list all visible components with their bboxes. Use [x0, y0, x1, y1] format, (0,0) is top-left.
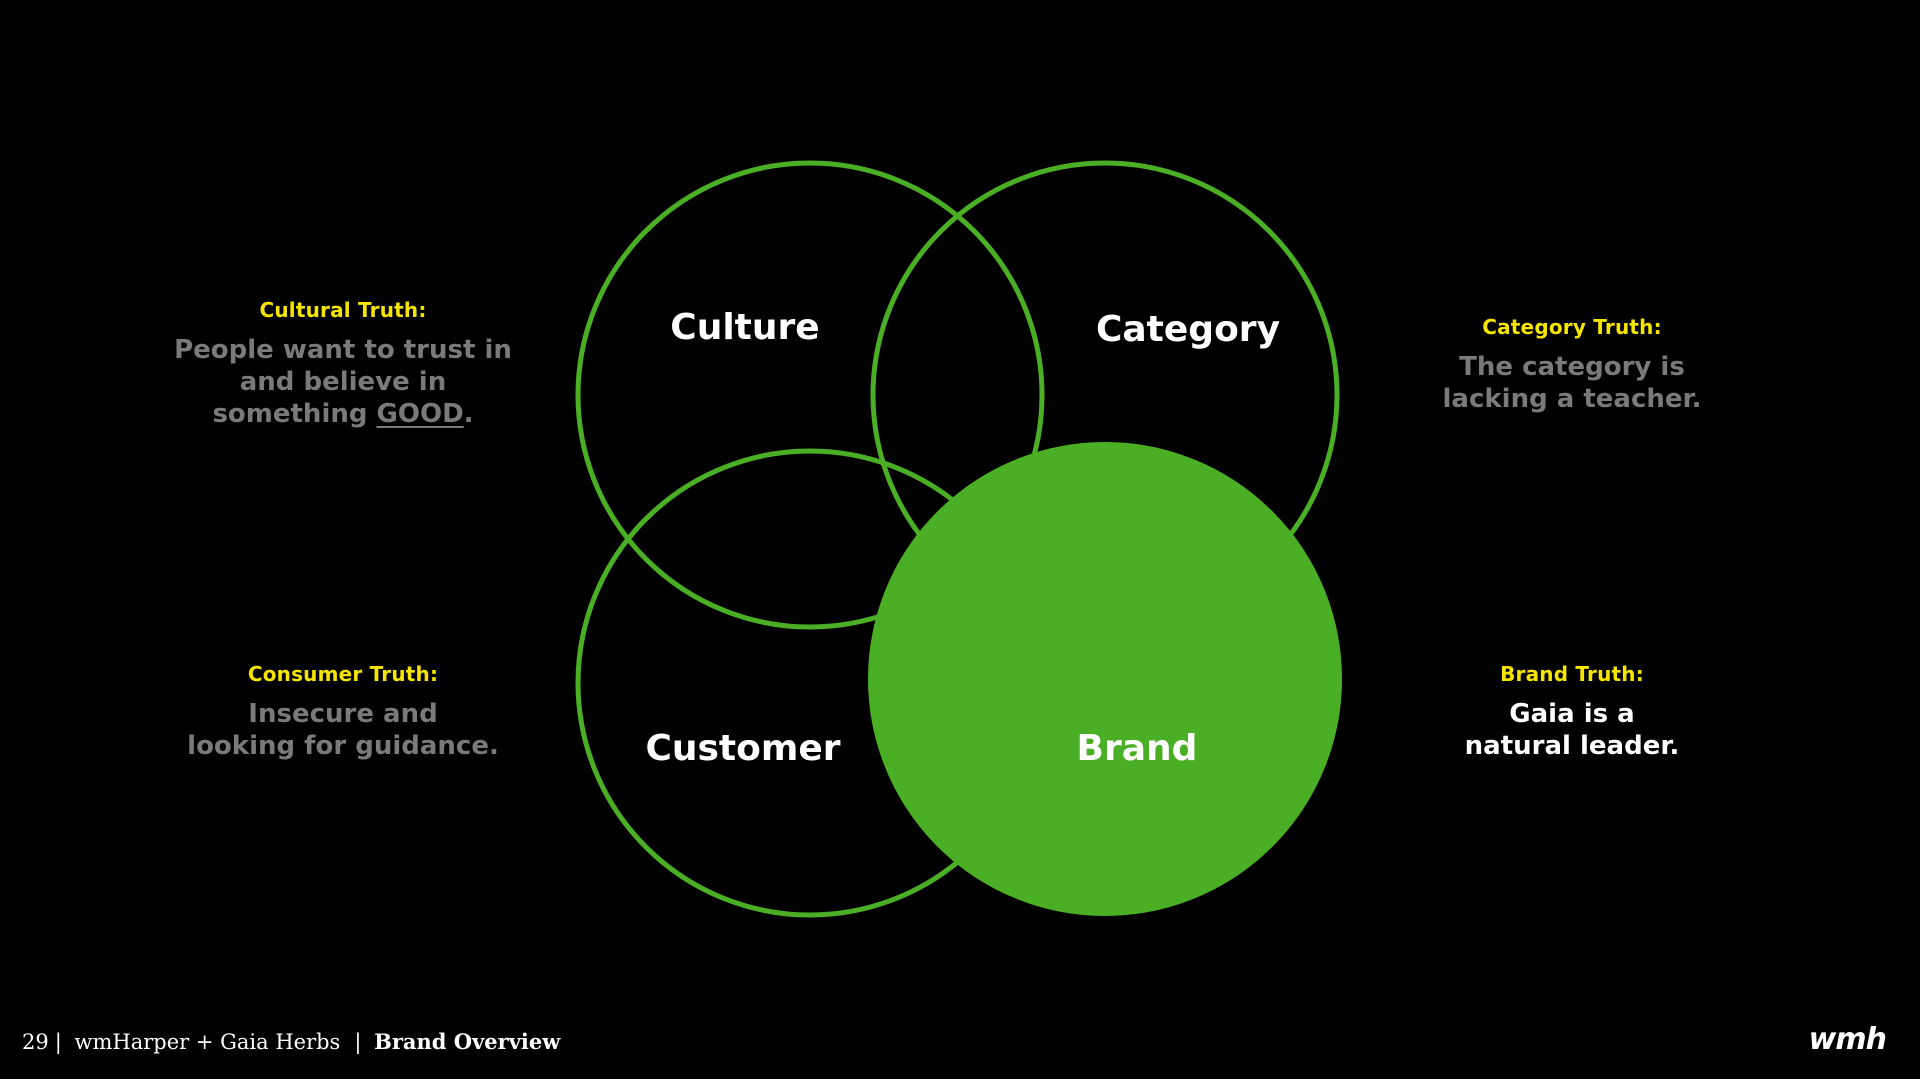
footer: 29| wmHarper + Gaia Herbs| Brand Overvie… — [22, 1029, 560, 1054]
footer-section: Brand Overview — [374, 1029, 561, 1054]
footer-client: wmHarper + Gaia Herbs — [74, 1030, 341, 1054]
wmh-logo: wmh — [1808, 1022, 1887, 1057]
cultural-truth-heading: Cultural Truth: — [259, 298, 427, 322]
consumer-truth-text: Insecure and looking for guidance. — [187, 699, 499, 761]
page-number: 29 — [22, 1030, 49, 1054]
brand-truth-heading: Brand Truth: — [1500, 662, 1644, 686]
brand-label: Brand — [1077, 728, 1198, 769]
brand-truth: Brand Truth: Gaia is a natural leader. — [1392, 662, 1752, 762]
category-label: Category — [1096, 309, 1280, 350]
cultural-truth: Cultural Truth: People want to trust in … — [163, 298, 523, 430]
footer-separator: | — [354, 1030, 362, 1054]
brand-truth-text: Gaia is a natural leader. — [1464, 699, 1680, 761]
category-truth-heading: Category Truth: — [1482, 315, 1662, 339]
good-emphasis: GOOD — [376, 399, 464, 429]
culture-circle — [575, 160, 1045, 630]
category-truth-text: The category is lacking a teacher. — [1442, 352, 1702, 414]
brand-circle — [868, 442, 1342, 916]
consumer-truth: Consumer Truth: Insecure and looking for… — [163, 662, 523, 762]
customer-label: Customer — [645, 728, 840, 769]
consumer-truth-heading: Consumer Truth: — [247, 662, 439, 686]
footer-separator: | — [54, 1030, 62, 1054]
culture-label: Culture — [670, 307, 819, 348]
category-truth: Category Truth: The category is lacking … — [1392, 315, 1752, 415]
cultural-truth-text: People want to trust in and believe in s… — [174, 335, 512, 429]
